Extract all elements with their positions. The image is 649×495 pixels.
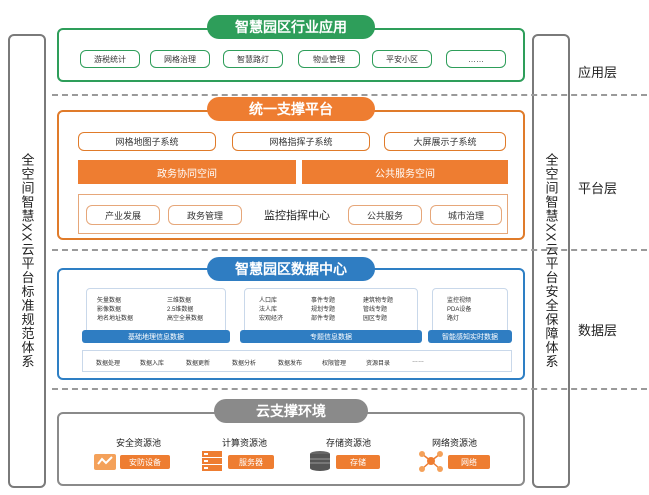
gov-collab-space[interactable]: 政务协同空间	[78, 160, 296, 184]
security-system-label: 全空间智慧XX云平台安全保障体系	[543, 153, 559, 369]
data-group-label: 基础地理信息数据	[82, 330, 230, 343]
data-item: 部件专题	[311, 316, 336, 322]
pool-tag-network: 网络	[448, 455, 490, 469]
subsystem-display[interactable]: 大屏展示子系统	[384, 132, 506, 151]
pool-title-storage: 存储资源池	[326, 438, 372, 448]
data-item: 管线专题	[363, 307, 388, 313]
data-op: ……	[412, 358, 424, 364]
platform-layer-header: 统一支撑平台	[207, 97, 375, 121]
security-system-bar: 全空间智慧XX云平台安全保障体系	[532, 34, 570, 488]
data-op: 资源目录	[366, 361, 391, 367]
data-op: 数据分析	[232, 361, 257, 367]
pool-tag-compute: 服务器	[228, 455, 274, 469]
separator-app-platform	[52, 94, 647, 96]
subsystem-command[interactable]: 网格指挥子系统	[232, 132, 370, 151]
public-service-space[interactable]: 公共服务空间	[302, 160, 508, 184]
app-item[interactable]: 平安小区	[372, 50, 432, 68]
layer-label-app: 应用层	[578, 65, 618, 80]
subsystem-map[interactable]: 网格地图子系统	[78, 132, 216, 151]
data-op: 权限管理	[322, 361, 347, 367]
data-group-label: 智能感知实时数据	[428, 330, 512, 343]
data-item: 人口库	[259, 298, 278, 304]
data-item: 影像数据	[97, 307, 122, 313]
app-item[interactable]: 智慧路灯	[223, 50, 283, 68]
pool-title-network: 网络资源池	[432, 438, 478, 448]
server-icon	[202, 451, 222, 471]
pool-title-security: 安全资源池	[116, 438, 162, 448]
data-item: 建筑物专题	[363, 298, 394, 304]
pool-tag-security: 安防设备	[120, 455, 170, 469]
data-item: PDA设备	[447, 307, 472, 313]
app-item[interactable]: ……	[446, 50, 506, 68]
data-item: 宏观经济	[259, 316, 284, 322]
center-item[interactable]: 城市治理	[430, 205, 502, 225]
data-op: 数据发布	[278, 361, 303, 367]
data-op: 数据入库	[140, 361, 165, 367]
data-item: 园区专题	[363, 316, 388, 322]
standards-system-label: 全空间智慧XX云平台标准规范体系	[19, 153, 35, 369]
data-item: 事件专题	[311, 298, 336, 304]
center-item[interactable]: 产业发展	[86, 205, 160, 225]
layer-label-data: 数据层	[578, 323, 618, 338]
app-layer-header: 智慧园区行业应用	[207, 15, 375, 39]
data-op: 数据更新	[186, 361, 211, 367]
data-item: 路灯	[447, 316, 460, 322]
data-item: 2.5维数据	[167, 307, 194, 313]
app-item[interactable]: 网格治理	[150, 50, 210, 68]
separator-data-cloud	[52, 388, 647, 390]
command-center-title: 监控指挥中心	[264, 210, 330, 222]
data-item: 高空全景数据	[167, 316, 204, 322]
data-op: 数据处理	[96, 361, 121, 367]
data-ops-row	[82, 350, 512, 372]
app-item[interactable]: 物业管理	[298, 50, 360, 68]
pool-title-compute: 计算资源池	[222, 438, 268, 448]
storage-icon	[310, 451, 330, 471]
center-item[interactable]: 公共服务	[348, 205, 422, 225]
separator-platform-data	[52, 249, 647, 251]
app-item[interactable]: 游税统计	[80, 50, 140, 68]
cloud-layer-header: 云支撑环境	[214, 399, 368, 423]
layer-label-platform: 平台层	[578, 181, 618, 196]
standards-system-bar: 全空间智慧XX云平台标准规范体系	[8, 34, 46, 488]
shield-device-icon	[94, 454, 116, 470]
center-item[interactable]: 政务管理	[168, 205, 242, 225]
data-item: 法人库	[259, 307, 278, 313]
data-layer-header: 智慧园区数据中心	[207, 257, 375, 281]
data-item: 规划专题	[311, 307, 336, 313]
network-icon	[419, 451, 443, 472]
data-item: 矢量数据	[97, 298, 122, 304]
data-item: 三维数据	[167, 298, 192, 304]
pool-tag-storage: 存储	[336, 455, 380, 469]
data-item: 监控视频	[447, 298, 472, 304]
data-item: 地名地址数据	[97, 316, 134, 322]
cloud-layer-frame	[57, 412, 525, 486]
data-group-label: 专题信息数据	[240, 330, 422, 343]
